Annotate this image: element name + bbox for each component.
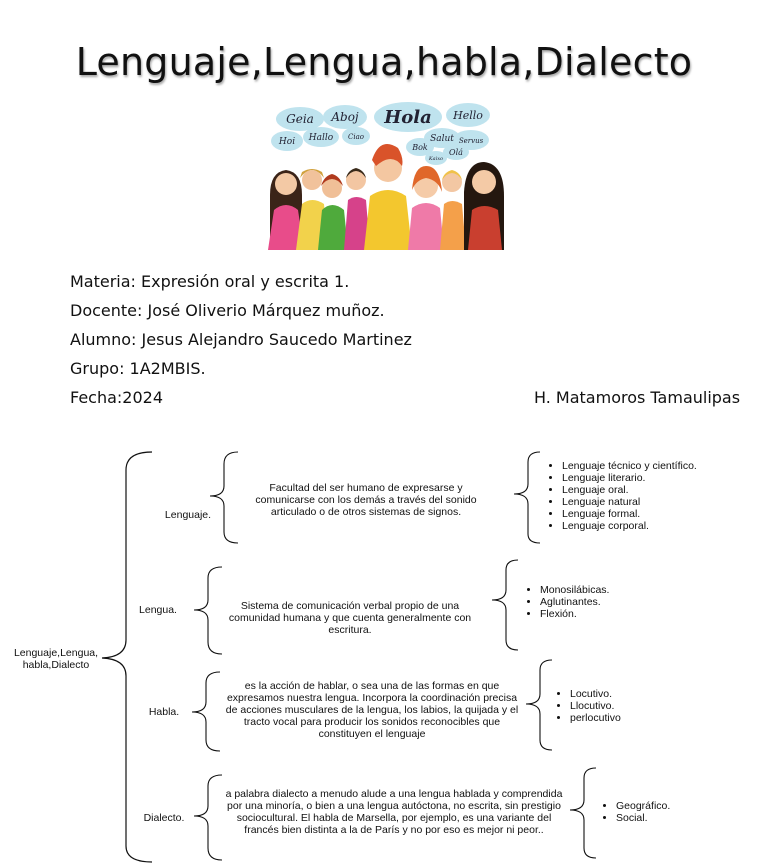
- info-docente: Docente: José Oliverio Márquez muñoz.: [70, 301, 385, 320]
- list-item: Social.: [616, 812, 736, 824]
- bubble-text: Kaixo: [428, 156, 443, 162]
- list-item: Lenguaje oral.: [562, 484, 762, 496]
- bubble-text: Bok: [411, 143, 428, 152]
- info-materia: Materia: Expresión oral y escrita 1.: [70, 272, 350, 291]
- definition-lenguaje: Facultad del ser humano de expresarse y …: [255, 482, 477, 518]
- page-title: Lenguaje,Lengua,habla,Dialecto: [75, 40, 693, 84]
- branch-label-habla: Habla.: [148, 706, 180, 718]
- list-item: Lenguaje formal.: [562, 508, 762, 520]
- list-item: Aglutinantes.: [540, 596, 680, 608]
- list-item: Flexión.: [540, 608, 680, 620]
- list-item: Lenguaje natural: [562, 496, 762, 508]
- items-lenguaje: Lenguaje técnico y científico. Lenguaje …: [544, 460, 762, 532]
- info-fecha: Fecha:2024: [70, 388, 164, 407]
- items-dialecto: Geográfico. Social.: [598, 800, 736, 824]
- definition-dialecto: a palabra dialecto a menudo alude a una …: [225, 788, 563, 836]
- items-habla: Locutivo. Llocutivo. perlocutivo: [552, 688, 690, 724]
- list-item: Geográfico.: [616, 800, 736, 812]
- bubble-text: Hallo: [308, 133, 334, 143]
- list-item: Locutivo.: [570, 688, 690, 700]
- list-item: Llocutivo.: [570, 700, 690, 712]
- bubble-text: Olá: [449, 148, 463, 157]
- definition-lengua: Sistema de comunicación verbal propio de…: [228, 600, 472, 636]
- speech-bubbles: [271, 102, 490, 165]
- bubble-text: Ciao: [348, 133, 364, 141]
- bubble-text: Hello: [452, 109, 483, 122]
- list-item: Lenguaje técnico y científico.: [562, 460, 762, 472]
- branch-label-lenguaje: Lenguaje.: [164, 509, 212, 521]
- info-alumno: Alumno: Jesus Alejandro Saucedo Martinez: [70, 330, 412, 349]
- people-group: [268, 144, 504, 250]
- items-lengua: Monosilábicas. Aglutinantes. Flexión.: [522, 584, 680, 620]
- definition-habla: es la acción de hablar, o sea una de las…: [225, 680, 519, 740]
- bubble-text: Hoi: [278, 137, 295, 147]
- branch-label-lengua: Lengua.: [139, 604, 177, 616]
- branch-label-dialecto: Dialecto.: [143, 812, 185, 824]
- bubble-text: Servus: [459, 137, 484, 145]
- list-item: Lenguaje corporal.: [562, 520, 762, 532]
- bubble-text: Salut: [430, 134, 454, 144]
- info-grupo: Grupo: 1A2MBIS.: [70, 359, 206, 378]
- list-item: Monosilábicas.: [540, 584, 680, 596]
- bubble-text: Hola: [383, 107, 432, 128]
- diagram-root-label: Lenguaje,Lengua, habla,Dialecto: [13, 647, 99, 671]
- info-lugar: H. Matamoros Tamaulipas: [534, 388, 741, 407]
- people-talking-illustration: Geia Aboj Hola Hello Hoi Hallo Ciao Salu…: [268, 102, 504, 250]
- bubble-text: Aboj: [330, 110, 359, 124]
- bubble-text: Geia: [286, 112, 314, 126]
- list-item: perlocutivo: [570, 712, 690, 724]
- list-item: Lenguaje literario.: [562, 472, 762, 484]
